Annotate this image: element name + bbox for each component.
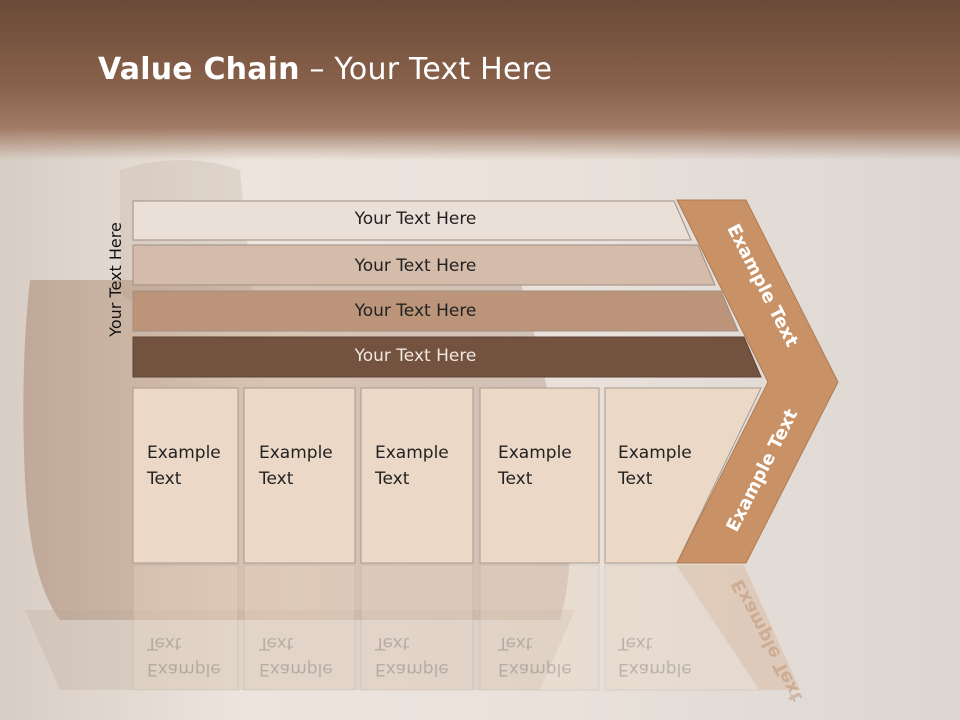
slide-title: Value Chain – Your Text Here bbox=[98, 52, 552, 87]
cell-1-line2: Text bbox=[147, 469, 182, 489]
bar-2 bbox=[132, 244, 716, 286]
bar-3 bbox=[132, 290, 739, 332]
cell-4-line1: Example bbox=[498, 443, 572, 463]
header-band bbox=[0, 0, 960, 160]
cell-2-line2: Text bbox=[259, 469, 294, 489]
bar-3-label: Your Text Here bbox=[354, 301, 477, 321]
cell-4-line2: Text bbox=[498, 469, 533, 489]
cell-2-line1: Example bbox=[259, 443, 333, 463]
bar-1-label: Your Text Here bbox=[354, 209, 477, 229]
cell-1-line1: Example bbox=[147, 443, 221, 463]
cell-1 bbox=[132, 387, 239, 564]
bar-2-label: Your Text Here bbox=[354, 256, 477, 276]
cell-3-line2: Text bbox=[375, 469, 410, 489]
title-rest: – Your Text Here bbox=[299, 52, 553, 87]
cell-3-line1: Example bbox=[375, 443, 449, 463]
cells-reflection bbox=[132, 564, 800, 691]
bar-1 bbox=[132, 200, 692, 241]
cell-5-line1: Example bbox=[618, 443, 692, 463]
cell-5-line2: Text bbox=[618, 469, 653, 489]
title-bold: Value Chain bbox=[98, 52, 300, 87]
cell-4 bbox=[479, 387, 600, 564]
cell-3 bbox=[360, 387, 474, 564]
bar-4 bbox=[132, 336, 762, 378]
cell-2 bbox=[243, 387, 356, 564]
chevron-arrow bbox=[676, 199, 839, 564]
bar-4-label: Your Text Here bbox=[354, 346, 477, 366]
